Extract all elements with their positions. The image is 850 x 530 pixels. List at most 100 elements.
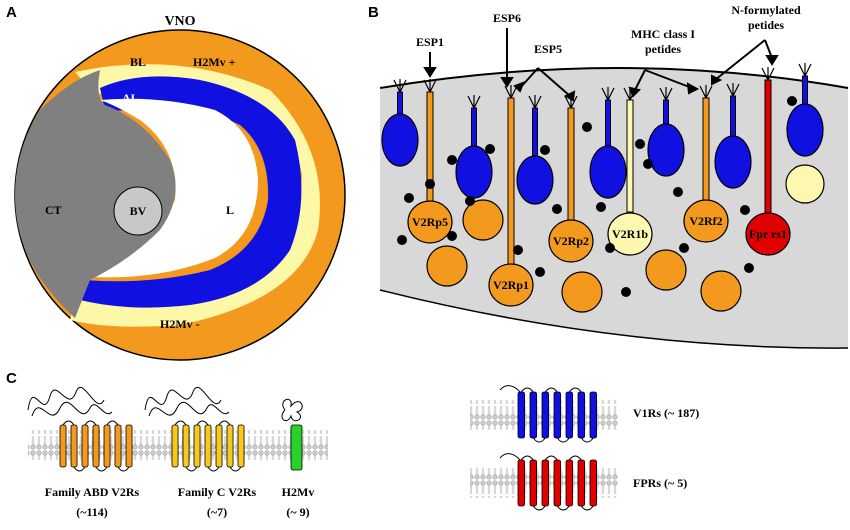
arrow-esp5-right [537,67,571,97]
v1r-neuron-0-dendrite [397,91,403,117]
panel-c-label: C [6,370,17,387]
fpr-body [745,212,791,256]
panel-b: B ESP1 ESP6 ESP5 MHC cla [368,3,849,349]
v1r-helix-1 [529,391,537,439]
fpr-neuron-dendrite [764,79,772,215]
v1r-neuron-4-cilia [659,87,673,101]
family-abd-name: Family ABD V2Rs [45,485,140,499]
fpr-helix-2 [541,459,549,507]
support-dot-0 [447,155,457,165]
v2r-extra-2 [561,271,603,313]
arrow-mhc-right-head [686,82,700,95]
support-dot-15 [740,205,750,215]
v1r-neuron-3-dendrite [605,99,611,149]
v1r-neuron-5-body [714,135,752,189]
abd-helix-5 [114,424,122,468]
v2rp1-neuron-dendrite [507,97,515,266]
v1r-neuron-2-body [516,155,554,205]
v1r-neuron-2-dendrite [532,107,538,159]
abd-helix-3 [92,424,100,468]
abd-helix-4 [103,424,111,468]
panel-a: A VNO BL H2Mv + AL CT BV L H2Mv - [6,4,346,361]
family-c-name: Family C V2Rs [178,485,257,499]
abd-extracellular-2 [31,401,113,417]
supporting-cells [397,96,797,297]
v2rp5-body [407,200,453,244]
support-dot-7 [485,144,495,154]
arrow-nf-right-head [765,55,779,66]
famc-helix-6 [237,424,245,468]
famc-helix-3 [204,424,212,468]
arrow-esp5-left-head [513,81,525,93]
vno-title: VNO [164,14,195,29]
receptor-v2rp1: V2Rp1 [493,278,529,292]
panel-c: C Family ABD V2Rs (~114) Family C V2Rs (… [6,370,699,519]
arrow-mhc-right [644,69,693,89]
v2rp5-neuron-cilia [423,79,437,93]
receptor-v2rf2: V2Rf2 [689,214,722,228]
fpr-loops [520,455,594,511]
fpr-helix-0 [517,459,525,507]
famc-extracellular [144,386,222,411]
arrow-esp6-head [500,77,514,88]
label-bl: BL [130,55,146,69]
v2rp2-neuron-dendrite [567,107,575,222]
abd-helix-1 [70,424,78,468]
famc-extracellular-2 [148,401,230,417]
v1r-neuron-1-cilia [467,95,481,109]
neuron-layer [381,63,825,313]
panel-b-label: B [368,4,379,21]
h2mv-extracellular [281,398,303,422]
support-dot-19 [621,287,631,297]
support-dot-12 [643,159,653,169]
famc-helix-5 [226,424,234,468]
fpr-helix-3 [553,459,561,507]
support-dot-17 [744,263,754,273]
v1r-neuron-5-cilia [726,83,740,97]
v1r-neuron-3-body [589,145,627,199]
ligand-mhc-line2: petides [645,42,681,56]
v1r-neuron-2-cilia [528,95,542,109]
apical-layer [80,76,302,308]
blood-vessel [113,186,163,236]
receptor-v2rp5: V2Rp5 [412,215,448,229]
support-dot-8 [540,145,550,155]
panel-a-label: A [6,4,17,21]
v2r-extra-0 [462,199,504,241]
arrow-esp1-head [423,67,437,78]
support-dot-18 [605,243,615,253]
v2r-extra-4 [700,270,742,312]
v2rp1-body [488,263,534,307]
fpr-label: FPRs (~ 5) [633,476,687,490]
ligand-esp1: ESP1 [416,35,444,49]
v1r-helix-5 [577,391,585,439]
ligand-mhc-line1: MHC class I [631,27,695,41]
support-dot-14 [679,243,689,253]
label-bv: BV [130,204,147,218]
fpr-helix-1 [529,459,537,507]
support-dot-20 [582,122,592,132]
arrow-mhc-left-head [628,86,641,98]
ligand-nf-line1: N-formylated [731,3,801,17]
support-dot-11 [635,139,645,149]
v1r-neuron-6-dendrite [802,75,808,107]
arrow-mhc-left [634,69,646,91]
v2r-families [27,386,303,472]
family-abd-count: (~114) [76,505,108,519]
fpr-helix-6 [589,459,597,507]
v2r-extra-1 [426,245,468,287]
label-ct: CT [45,203,62,217]
v1r-helix-3 [553,391,561,439]
v2rf2-body [683,199,729,243]
v1r-helix-0 [517,391,525,439]
v1r-neuron-6-cilia [798,63,812,77]
abd-loops [62,420,130,472]
fpr-neuron-cilia [761,67,775,81]
h2mv-helix [290,424,303,471]
label-l: L [226,203,234,217]
support-dot-3 [397,235,407,245]
label-h2mv-plus: H2Mv + [193,55,236,69]
receptor-labels: V2Rp5 V2Rp1 V2Rp2 V2R1b V2Rf2 Fpr rs1 [412,214,787,292]
v1r-neuron-4-dendrite [663,99,669,127]
famc-helix-1 [182,424,190,468]
